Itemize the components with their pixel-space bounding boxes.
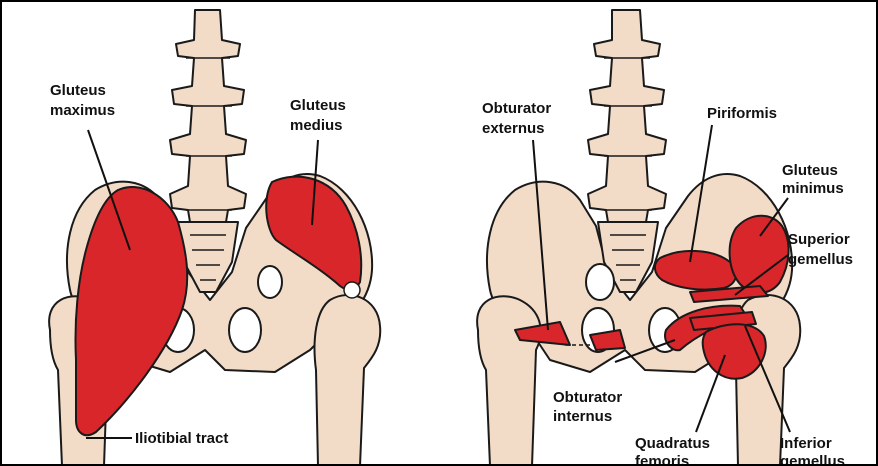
label-gluteus-minimus-line2: minimus xyxy=(782,180,844,197)
label-gluteus-minimus-line1: Gluteus xyxy=(782,162,838,179)
right-pelvis-view: Obturator externus Piriformis Gluteus mi… xyxy=(477,10,853,466)
label-inferior-gemellus-line1: Inferior xyxy=(780,435,832,452)
right-femur-left xyxy=(477,296,541,466)
label-iliotibial-tract: Iliotibial tract xyxy=(135,430,228,447)
label-superior-gemellus-line1: Superior xyxy=(788,231,850,248)
label-obturator-internus-line1: Obturator xyxy=(553,389,622,406)
label-piriformis: Piriformis xyxy=(707,105,777,122)
label-gluteus-medius-line1: Gluteus xyxy=(290,97,346,114)
label-gluteus-maximus-line2: maximus xyxy=(50,102,115,119)
left-pelvis-view: Gluteus maximus Gluteus medius Iliotibia… xyxy=(49,10,380,466)
left-spine xyxy=(170,10,246,222)
label-quadratus-femoris-line1: Quadratus xyxy=(635,435,710,452)
gluteus-minimus-muscle xyxy=(730,216,789,293)
left-femur-right xyxy=(315,295,381,466)
label-gluteus-medius-line2: medius xyxy=(290,117,343,134)
right-spine xyxy=(588,10,666,222)
label-obturator-internus-line2: internus xyxy=(553,408,612,425)
label-obturator-externus-line2: externus xyxy=(482,120,545,137)
label-superior-gemellus-line2: gemellus xyxy=(788,251,853,268)
label-obturator-externus-line1: Obturator xyxy=(482,100,551,117)
label-gluteus-maximus-line1: Gluteus xyxy=(50,82,106,99)
